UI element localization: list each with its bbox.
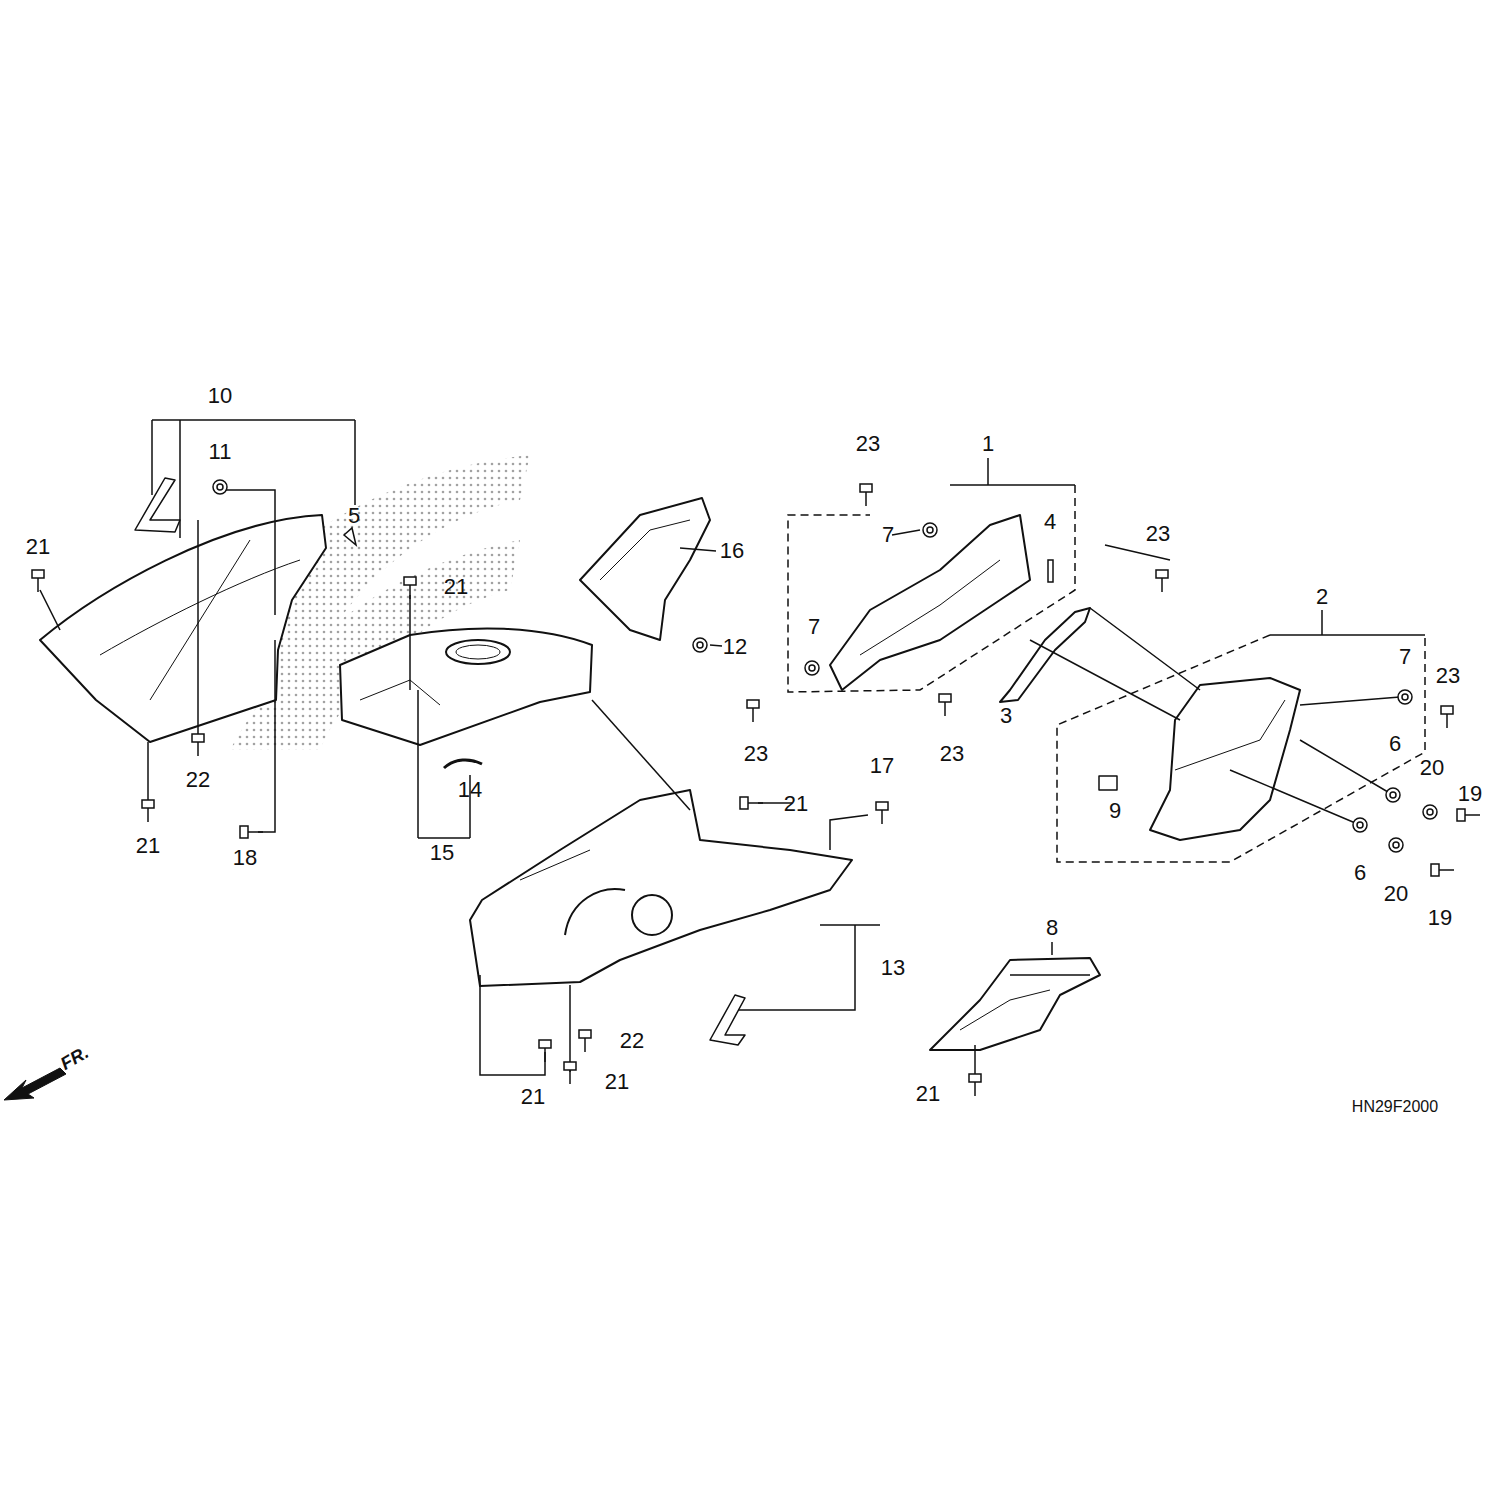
callout-number: 23 (1434, 664, 1462, 688)
callout-number: 21 (24, 535, 52, 559)
callout-number: 19 (1456, 782, 1484, 806)
callout-number: 22 (184, 768, 212, 792)
callout-number: 12 (721, 635, 749, 659)
drawing-code: HN29F2000 (1350, 1098, 1440, 1116)
callout-number: 7 (1397, 645, 1413, 669)
callout-number: 17 (868, 754, 896, 778)
callout-number: 1 (980, 432, 996, 456)
callout-number: 21 (914, 1082, 942, 1106)
callout-number: 22 (618, 1029, 646, 1053)
callout-number: 10 (206, 384, 234, 408)
callout-number: 20 (1382, 882, 1410, 906)
callout-number: 19 (1426, 906, 1454, 930)
callout-number: 7 (880, 523, 896, 547)
callout-number: 21 (519, 1085, 547, 1109)
callout-number: 13 (879, 956, 907, 980)
callout-number: 7 (806, 615, 822, 639)
callout-number: 21 (442, 575, 470, 599)
callout-number: 23 (854, 432, 882, 456)
callout-number: 4 (1042, 510, 1058, 534)
callout-number: 14 (456, 778, 484, 802)
callout-number: 23 (1144, 522, 1172, 546)
callout-number: 16 (718, 539, 746, 563)
front-arrow (4, 1068, 66, 1100)
callout-number: 23 (742, 742, 770, 766)
fasteners (32, 480, 1480, 1096)
callout-number: 23 (938, 742, 966, 766)
callout-number: 21 (782, 792, 810, 816)
callout-number: 5 (346, 504, 362, 528)
callout-number: 6 (1387, 732, 1403, 756)
callout-number: 11 (207, 440, 234, 464)
leader-lines (40, 420, 1425, 1082)
callout-number: 21 (603, 1070, 631, 1094)
parts (40, 478, 1300, 1050)
callout-number: 15 (428, 841, 456, 865)
callout-number: 9 (1107, 799, 1123, 823)
callout-number: 6 (1352, 861, 1368, 885)
callout-number: 3 (998, 704, 1014, 728)
callout-number: 8 (1044, 916, 1060, 940)
callout-number: 18 (231, 846, 259, 870)
callout-number: 21 (134, 834, 162, 858)
callout-number: 20 (1418, 756, 1446, 780)
callout-number: 2 (1314, 585, 1330, 609)
